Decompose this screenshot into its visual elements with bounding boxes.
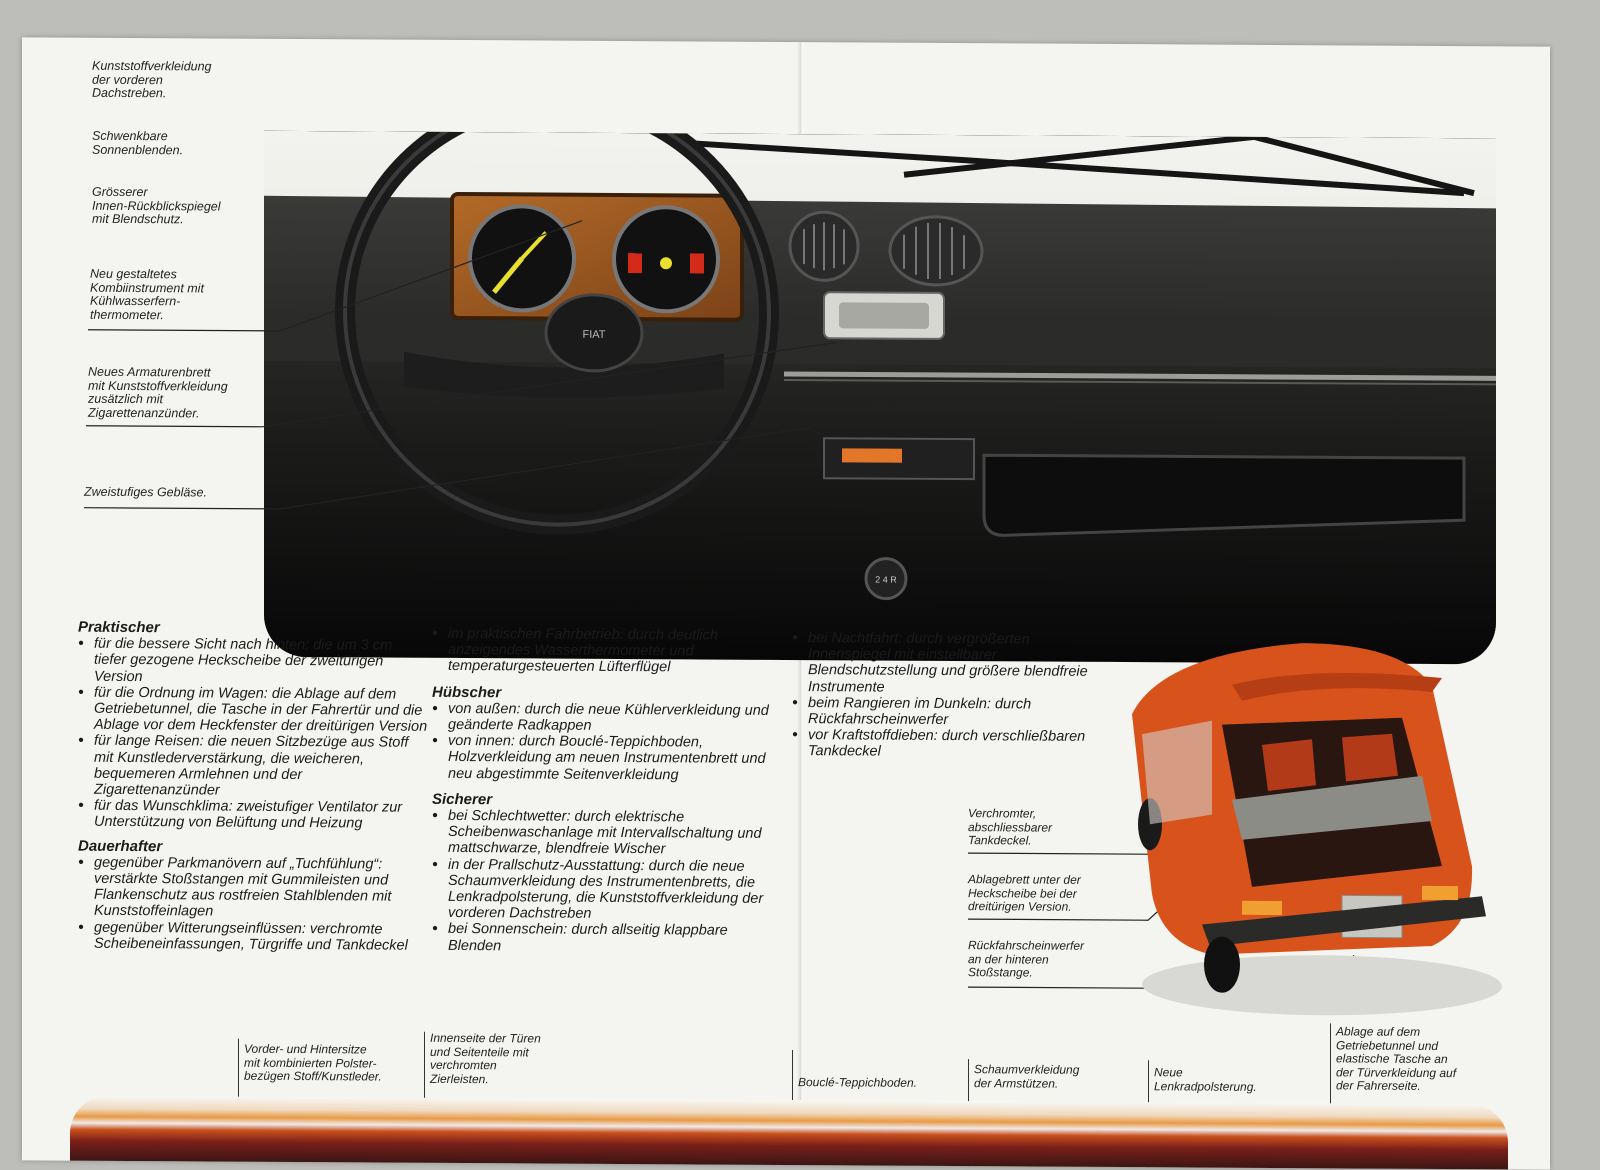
text-column-3: bei Nachtfahrt: durch vergrößerten Innen… [792, 630, 1092, 769]
list-item: in der Prallschutz-Ausstattung: durch di… [432, 856, 782, 923]
list-item: gegenüber Witterungseinflüssen: verchrom… [78, 919, 428, 954]
label-tueren: Innenseite der Türen und Seitenteile mit… [430, 1030, 541, 1086]
list-item: für das Wunschklima: zweistufiger Ventil… [78, 798, 428, 833]
label-ablagebrett: Ablagebrett unter der Heckscheibe bei de… [968, 872, 1081, 914]
brochure-spread: FIAT 2 4 R Kunststoffverkleidung der vor… [22, 37, 1550, 1170]
list-item: von innen: durch Bouclé-Teppichboden, Ho… [432, 733, 782, 784]
label-armstuetzen: Schaumverkleidung der Armstützen. [974, 1062, 1080, 1091]
list-item: bei Schlechtwetter: durch elektrische Sc… [432, 808, 782, 859]
list-item: beim Rangieren im Dunkeln: durch Rückfah… [792, 695, 1092, 729]
list-item: bei Sonnenschein: durch allseitig klappb… [432, 921, 782, 956]
text-column-2: im praktischen Fahrbetrieb: durch deutli… [432, 626, 782, 964]
label-getriebetunnel: Ablage auf dem Getriebetunnel und elasti… [1336, 1024, 1457, 1093]
list-item: für die bessere Sicht nach hinten: die u… [78, 636, 428, 687]
list-item: gegenüber Parkmanövern auf „Tuchfühlung“… [78, 855, 428, 922]
label-tankdeckel: Verchromter, abschliessbarer Tankdeckel. [968, 806, 1053, 848]
list-item: bei Nachtfahrt: durch vergrößerten Innen… [792, 630, 1092, 697]
list-item: von außen: durch die neue Kühlerverkleid… [432, 701, 782, 736]
label-sitze: Vorder- und Hintersitze mit kombinierten… [244, 1041, 382, 1084]
gear-knob-label: 2 4 R [875, 575, 897, 585]
list-item: im praktischen Fahrbetrieb: durch deutli… [432, 626, 782, 677]
list-item: für die Ordnung im Wagen: die Ablage auf… [78, 684, 428, 735]
dashboard-photo: FIAT 2 4 R [264, 130, 1496, 665]
interior-photo-strip [70, 1095, 1508, 1170]
fiat-badge: FIAT [582, 329, 605, 341]
list-item: vor Kraftstoffdieben: durch verschließba… [792, 727, 1092, 761]
list-item: für lange Reisen: die neuen Sitzbezüge a… [78, 733, 428, 800]
text-column-1: Praktischer für die bessere Sicht nach h… [78, 619, 428, 962]
label-rueckfahrscheinwerfer: Rückfahrscheinwerfer an der hinteren Sto… [968, 938, 1085, 980]
label-teppichboden: Bouclé-Teppichboden. [798, 1075, 917, 1090]
label-lenkradpolsterung: Neue Lenkradpolsterung. [1154, 1065, 1257, 1094]
car-rear-photo [1132, 643, 1502, 1016]
